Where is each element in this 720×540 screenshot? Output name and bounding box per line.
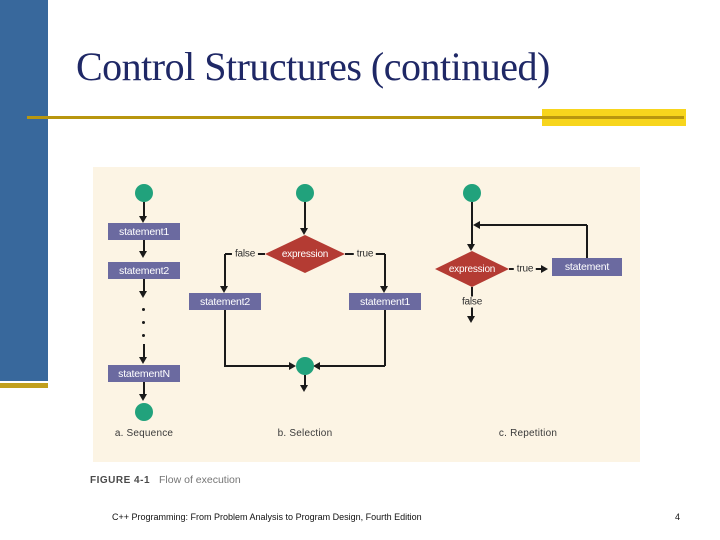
condition-diamond: expression: [265, 235, 345, 273]
flow-line: [384, 254, 386, 286]
arrowhead-left: [313, 362, 320, 370]
arrowhead-down: [139, 216, 147, 223]
start-node: [463, 184, 481, 202]
figure-panel: statement1 statement2 statementN a. Sequ…: [93, 167, 640, 462]
arrowhead-left: [473, 221, 480, 229]
flow-line: [304, 202, 306, 228]
arrowhead-right: [541, 265, 548, 273]
flow-line: [224, 365, 289, 367]
diagram-label: c. Repetition: [498, 428, 558, 439]
branch-label-false: false: [231, 248, 259, 260]
condition-diamond: expression: [435, 251, 509, 287]
page-number: 4: [674, 512, 680, 522]
flow-line: [224, 254, 226, 286]
flow-line: [143, 240, 145, 251]
ellipsis-dot: [142, 334, 145, 337]
arrowhead-down: [467, 244, 475, 251]
statement-box: statement2: [108, 262, 180, 279]
title-rule-gold: [27, 116, 684, 119]
statement-box: statement1: [349, 293, 421, 310]
flow-line: [384, 310, 386, 366]
arrowhead-down: [139, 357, 147, 364]
arrowhead-down: [220, 286, 228, 293]
branch-label-true: true: [353, 248, 377, 260]
flow-line: [224, 310, 226, 366]
figure-caption-text: Flow of execution: [159, 474, 241, 486]
arrowhead-down: [139, 251, 147, 258]
ellipsis-dot: [142, 321, 145, 324]
flow-line: [143, 202, 145, 216]
arrowhead-down: [139, 291, 147, 298]
flow-line: [143, 279, 145, 291]
start-node: [135, 184, 153, 202]
diagram-label: b. Selection: [277, 428, 333, 439]
flow-line: [471, 202, 473, 244]
loop-back-line: [586, 225, 588, 258]
statement-box: statementN: [108, 365, 180, 382]
statement-box: statement2: [189, 293, 261, 310]
branch-label-true: true: [513, 263, 537, 275]
arrowhead-down: [300, 385, 308, 392]
arrowhead-down: [300, 228, 308, 235]
flow-line: [143, 344, 145, 357]
branch-label-false: false: [458, 296, 486, 308]
arrowhead-down: [467, 316, 475, 323]
sidebar-gold-strip: [0, 383, 48, 388]
end-node: [135, 403, 153, 421]
statement-box: statement1: [108, 223, 180, 240]
arrowhead-down: [380, 286, 388, 293]
page-title: Control Structures (continued): [76, 44, 550, 89]
join-node: [296, 357, 314, 375]
flow-line: [320, 365, 385, 367]
ellipsis-dot: [142, 308, 145, 311]
statement-box: statement: [552, 258, 622, 276]
figure-caption-number: FIGURE 4-1: [90, 475, 151, 486]
arrowhead-down: [139, 394, 147, 401]
flow-line: [143, 382, 145, 394]
flow-line: [304, 375, 306, 385]
loop-back-line: [480, 224, 587, 226]
arrowhead-right: [289, 362, 296, 370]
start-node: [296, 184, 314, 202]
footer-text: C++ Programming: From Problem Analysis t…: [112, 512, 422, 522]
diagram-label: a. Sequence: [114, 428, 174, 439]
sidebar-bar: [0, 0, 48, 381]
figure-caption: FIGURE 4-1 Flow of execution: [90, 474, 241, 486]
